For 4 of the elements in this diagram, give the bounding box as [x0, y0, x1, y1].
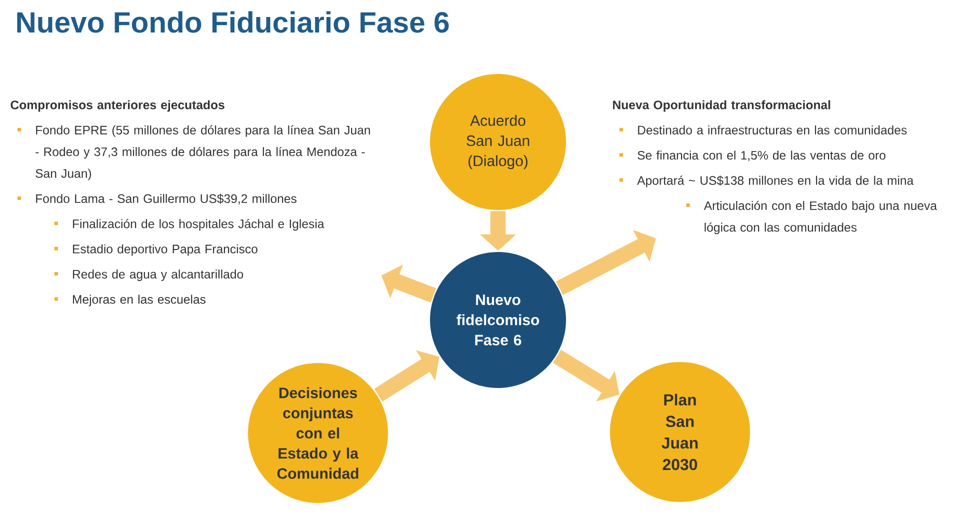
bullet-list: Compromisos anteriores ejecutados Fondo EPRE (55 millones de dólares para la línea San Juan - Rodeo y 37,3 millones de dólares para la línea Mendoza - San Juan) Fondo Lama - San Guillermo US$39,2 millones Finalización de los hospitales Jáchal e Iglesia Estadio deportivo Papa Francisco Redes de agua y alcantarillado Mejoras en las escuelas	[10, 100, 370, 306]
bullet-list: Nueva Oportunidad transformacional Destinado a infraestructuras en las comunidades Se financia con el 1,5% de las ventas de oro Aportará ~ US$138 millones en la vida de la mina Articulación con el Estado bajo una nueva lógica con las comunidades	[613, 100, 937, 234]
title: Nuevo Fondo Fiduciario Fase 6	[17, 11, 449, 33]
arrow	[374, 350, 440, 402]
